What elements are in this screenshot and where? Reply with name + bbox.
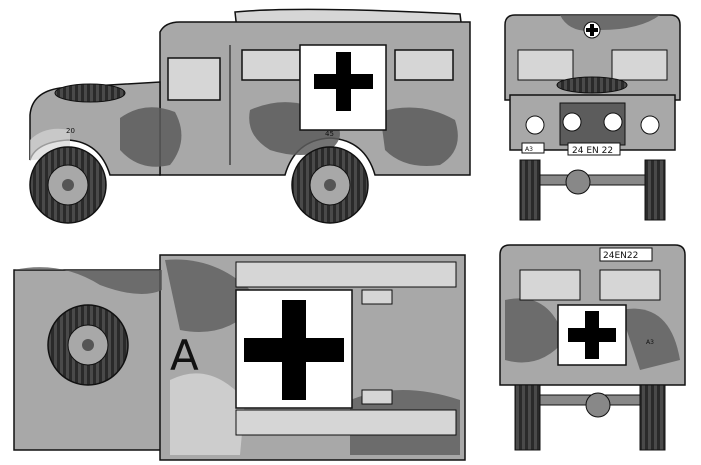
front-tactical-sign: A3: [525, 146, 533, 153]
front-view: A3 24 EN 22: [504, 14, 681, 221]
side-number: 45: [325, 130, 334, 138]
rear-plate: 24EN22: [603, 251, 638, 261]
side-view: 20 45: [29, 8, 471, 224]
rear-view: 24EN22 A3: [499, 244, 686, 451]
rear-tactical-sign: A3: [646, 339, 654, 346]
top-view: A: [13, 254, 466, 461]
front-plate: 24 EN 22: [572, 146, 613, 156]
bumper-number: 20: [66, 127, 75, 135]
hood-letter: A: [170, 331, 199, 380]
